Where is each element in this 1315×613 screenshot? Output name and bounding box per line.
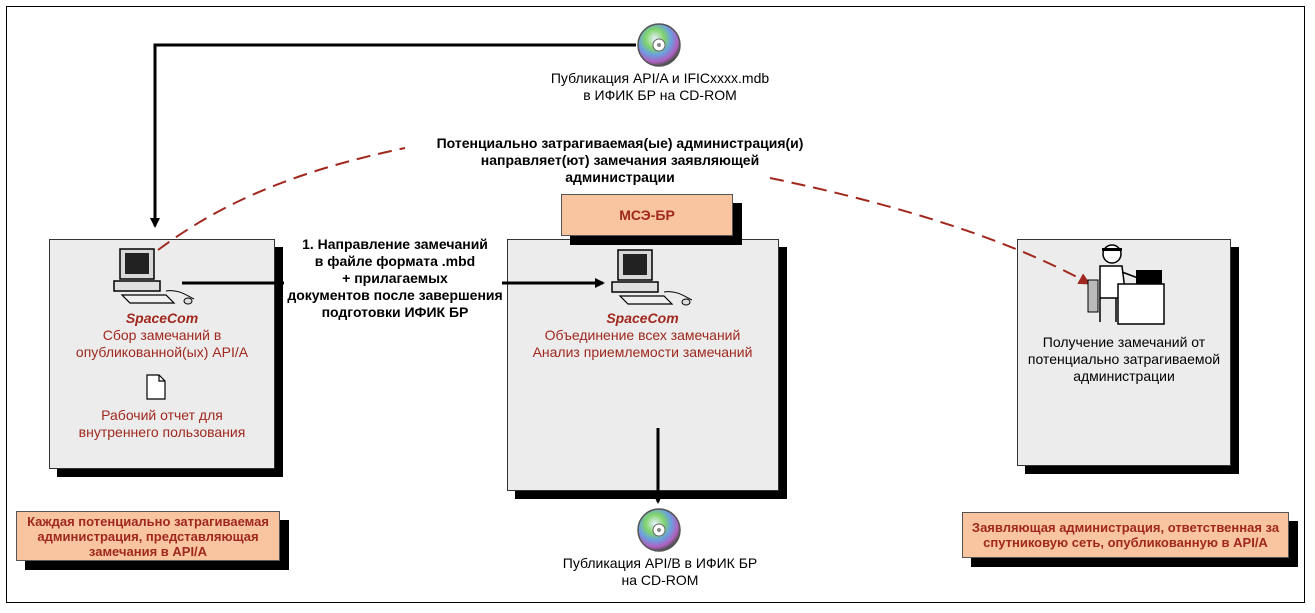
right-box-line1: Получение замечаний от [1042,334,1206,350]
arc-note-line3: администрации [565,169,675,185]
right-box-line3: администрации [1073,368,1175,384]
cd-icon [637,23,681,67]
top-cd-caption-line2: в ИФИК БР на CD-ROM [583,87,737,103]
arrow-note-line1: 1. Направление замечаний [302,236,488,252]
left-admin-box [49,239,275,469]
center-app-name: SpaceCom [606,310,679,326]
arrow-note-line4: документов после завершения [287,287,503,303]
arc-note-line2: направляет(ют) замечания заявляющей [480,152,760,168]
left-app-name: SpaceCom [125,310,199,326]
notifying-admin-tag: Заявляющая администрация, ответственная … [962,512,1289,558]
dashed-arc-right [769,177,1091,285]
right-tag-line2: спутниковую сеть, опубликованную в API/A [983,535,1268,550]
left-tag-line2: администрация, представляющая [37,528,259,544]
left-report-line2: внутреннего пользования [78,424,246,440]
itu-br-label: МСЭ-БР [619,206,675,223]
left-tag-line3: замечания в API/A [88,543,208,559]
center-itu-box [507,239,779,491]
computer-icon [113,248,195,305]
cd-icon [637,508,681,552]
arc-note-line1: Потенциально затрагиваемая(ые) администр… [436,135,804,151]
arrow-cd-to-left-computer [150,43,636,228]
document-icon [146,374,166,400]
dashed-arc-left [157,147,406,251]
diagram-frame [6,6,1305,603]
right-tag-line1: Заявляющая администрация, ответственная … [971,520,1280,535]
left-box-line1: Сбор замечаний в [102,327,222,343]
left-tag-line1: Каждая потенциально затрагиваемая [27,513,269,529]
center-box-line2: Анализ приемлемости замечаний [532,344,753,360]
bottom-cd-caption-line2: на CD-ROM [621,572,699,588]
arrow-note-line2: в файле формата .mbd [314,253,476,269]
itu-br-tag: МСЭ-БР [561,194,733,236]
center-box-line1: Объединение всех замечаний [544,327,741,343]
arrow-note-line3: + прилагаемых [342,270,448,286]
top-cd-caption-line1: Публикация API/A и IFICxxxx.mdb [550,70,770,86]
bottom-cd-caption-line1: Публикация API/B в ИФИК БР [562,555,758,571]
right-box-line2: потенциально затрагиваемой [1027,351,1221,367]
person-at-desk-icon [1087,244,1165,325]
left-report-line1: Рабочий отчет для [101,407,223,423]
affected-admin-tag: Каждая потенциально затрагиваемая админи… [16,511,280,561]
left-box-line2: опубликованной(ых) API/A [75,344,249,360]
arrow-note-line5: подготовки ИФИК БР [321,304,469,320]
computer-icon [611,249,693,306]
